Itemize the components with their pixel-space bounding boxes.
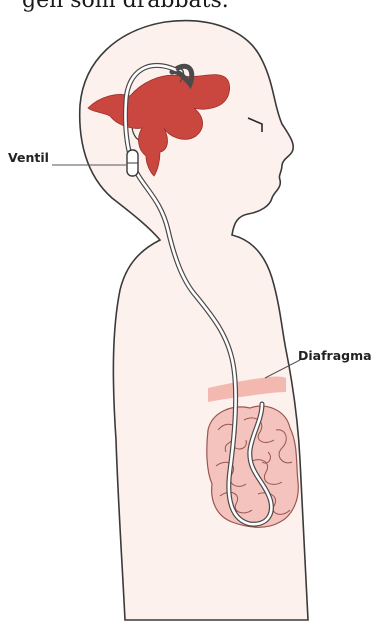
label-ventil: Ventil bbox=[8, 150, 49, 166]
label-diafragma: Diafragma bbox=[298, 348, 372, 364]
caption-text: gen som drabbats. bbox=[22, 0, 229, 12]
